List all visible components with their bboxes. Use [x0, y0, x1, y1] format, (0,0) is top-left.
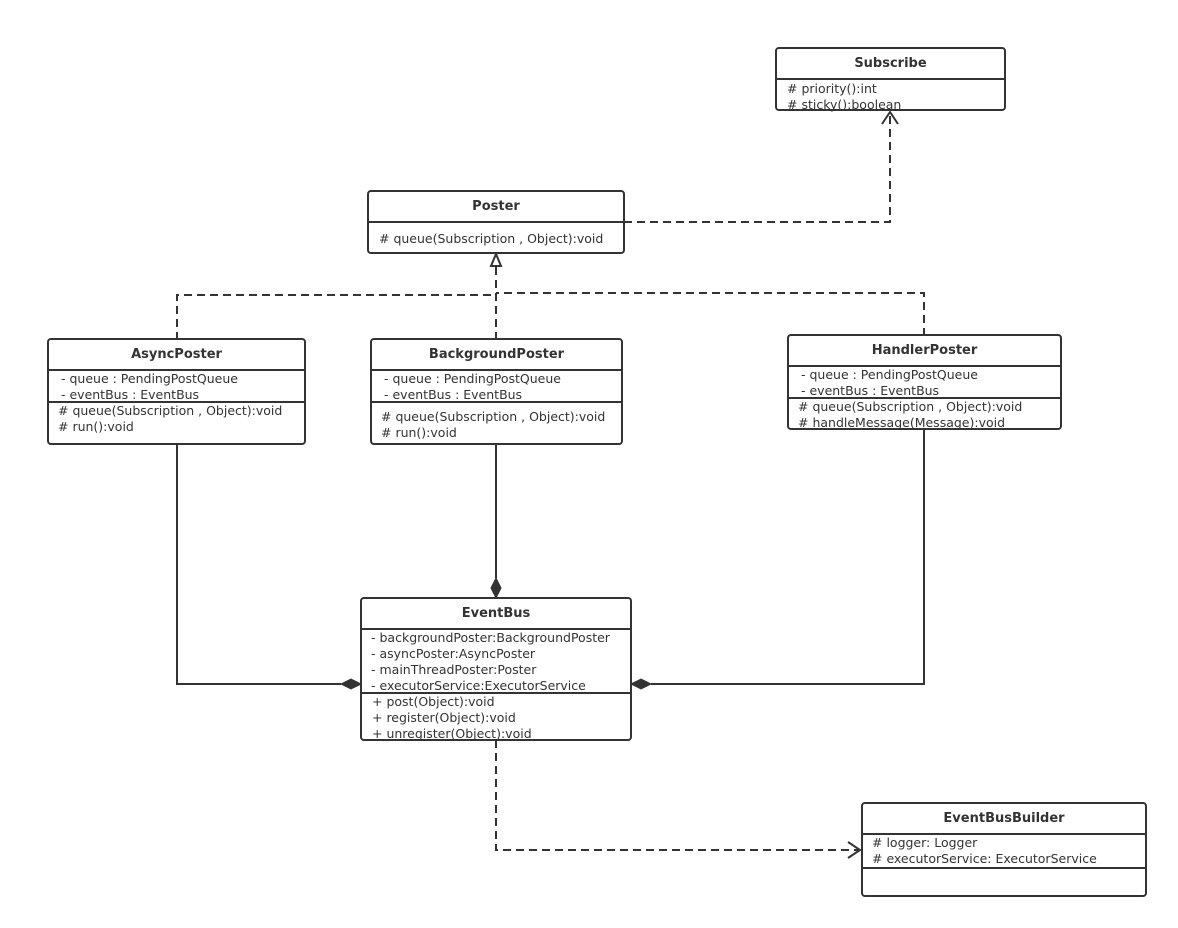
operations: + post(Object):void + register(Object):v…: [362, 694, 630, 742]
backgroundposter-composition-diamond: [490, 576, 502, 600]
attribute: # executorService: ExecutorService: [872, 851, 1097, 866]
attribute: - eventBus : EventBus: [61, 387, 200, 402]
attribute: - eventBus : EventBus: [384, 387, 523, 402]
operation: # handleMessage(Message):void: [798, 415, 1006, 430]
attributes: - queue : PendingPostQueue - eventBus : …: [372, 371, 621, 403]
class-name: HandlerPoster: [789, 336, 1060, 367]
class-name: Subscribe: [777, 49, 1004, 80]
class-handlerposter[interactable]: HandlerPoster - queue : PendingPostQueue…: [787, 334, 1062, 430]
handlerposter-composition-line: [651, 428, 925, 685]
attribute: - queue : PendingPostQueue: [61, 371, 238, 386]
class-eventbusbuilder[interactable]: EventBusBuilder # logger: Logger # execu…: [861, 802, 1147, 897]
handlerposter-realization-line: [496, 292, 925, 336]
class-name: BackgroundPoster: [372, 340, 621, 371]
attributes: - queue : PendingPostQueue - eventBus : …: [49, 371, 304, 403]
asyncposter-composition-line: [176, 444, 341, 685]
operation: # sticky():boolean: [787, 97, 902, 112]
class-asyncposter[interactable]: AsyncPoster - queue : PendingPostQueue -…: [47, 338, 306, 445]
class-poster[interactable]: Poster # queue(Subscription , Object):vo…: [367, 190, 625, 254]
eventbus-builder-dependency: [495, 740, 860, 851]
class-name: EventBus: [362, 599, 630, 630]
operation: # run():void: [58, 419, 134, 434]
attribute: - executorService:ExecutorService: [371, 678, 586, 693]
attributes: # logger: Logger # executorService: Exec…: [863, 835, 1145, 869]
poster-subscribe-dependency: [624, 112, 891, 223]
subscribe-arrowhead: [881, 110, 899, 125]
asyncposter-realization-line: [176, 294, 496, 340]
operation: # run():void: [381, 425, 457, 440]
realization-triangle: [489, 251, 503, 267]
class-backgroundposter[interactable]: BackgroundPoster - queue : PendingPostQu…: [370, 338, 623, 445]
attribute: - eventBus : EventBus: [801, 383, 940, 398]
class-eventbus[interactable]: EventBus - backgroundPoster:BackgroundPo…: [360, 597, 632, 741]
attribute: - backgroundPoster:BackgroundPoster: [371, 630, 610, 645]
attribute: - asyncPoster:AsyncPoster: [371, 646, 536, 661]
operation: + register(Object):void: [372, 710, 516, 725]
builder-arrowhead: [847, 841, 862, 859]
attributes: - queue : PendingPostQueue - eventBus : …: [789, 367, 1060, 399]
operations: # queue(Subscription , Object):void # ha…: [789, 399, 1060, 431]
operation: # queue(Subscription , Object):void: [381, 409, 606, 424]
operation: + unregister(Object):void: [372, 726, 532, 741]
operation: # queue(Subscription , Object):void: [798, 399, 1023, 414]
handlerposter-composition-diamond: [629, 678, 653, 690]
operations: # queue(Subscription , Object):void # ru…: [49, 403, 304, 435]
attribute: - queue : PendingPostQueue: [801, 367, 978, 382]
class-name: AsyncPoster: [49, 340, 304, 371]
class-subscribe[interactable]: Subscribe # priority():int # sticky():bo…: [775, 47, 1006, 113]
class-name: Poster: [369, 192, 623, 223]
attribute: - mainThreadPoster:Poster: [371, 662, 537, 677]
operation: # queue(Subscription , Object):void: [58, 403, 283, 418]
operations: # queue(Subscription , Object):void # ru…: [372, 403, 621, 441]
attribute: # logger: Logger: [872, 835, 978, 850]
operation: + post(Object):void: [372, 694, 495, 709]
attribute: - queue : PendingPostQueue: [384, 371, 561, 386]
asyncposter-composition-diamond: [339, 678, 363, 690]
attributes: - backgroundPoster:BackgroundPoster - as…: [362, 630, 630, 694]
operation: # priority():int: [787, 81, 877, 96]
class-name: EventBusBuilder: [863, 804, 1145, 835]
operations: # priority():int # sticky():boolean: [777, 80, 1004, 113]
operation: # queue(Subscription , Object):void: [379, 231, 604, 246]
operations: # queue(Subscription , Object):void: [369, 223, 623, 247]
